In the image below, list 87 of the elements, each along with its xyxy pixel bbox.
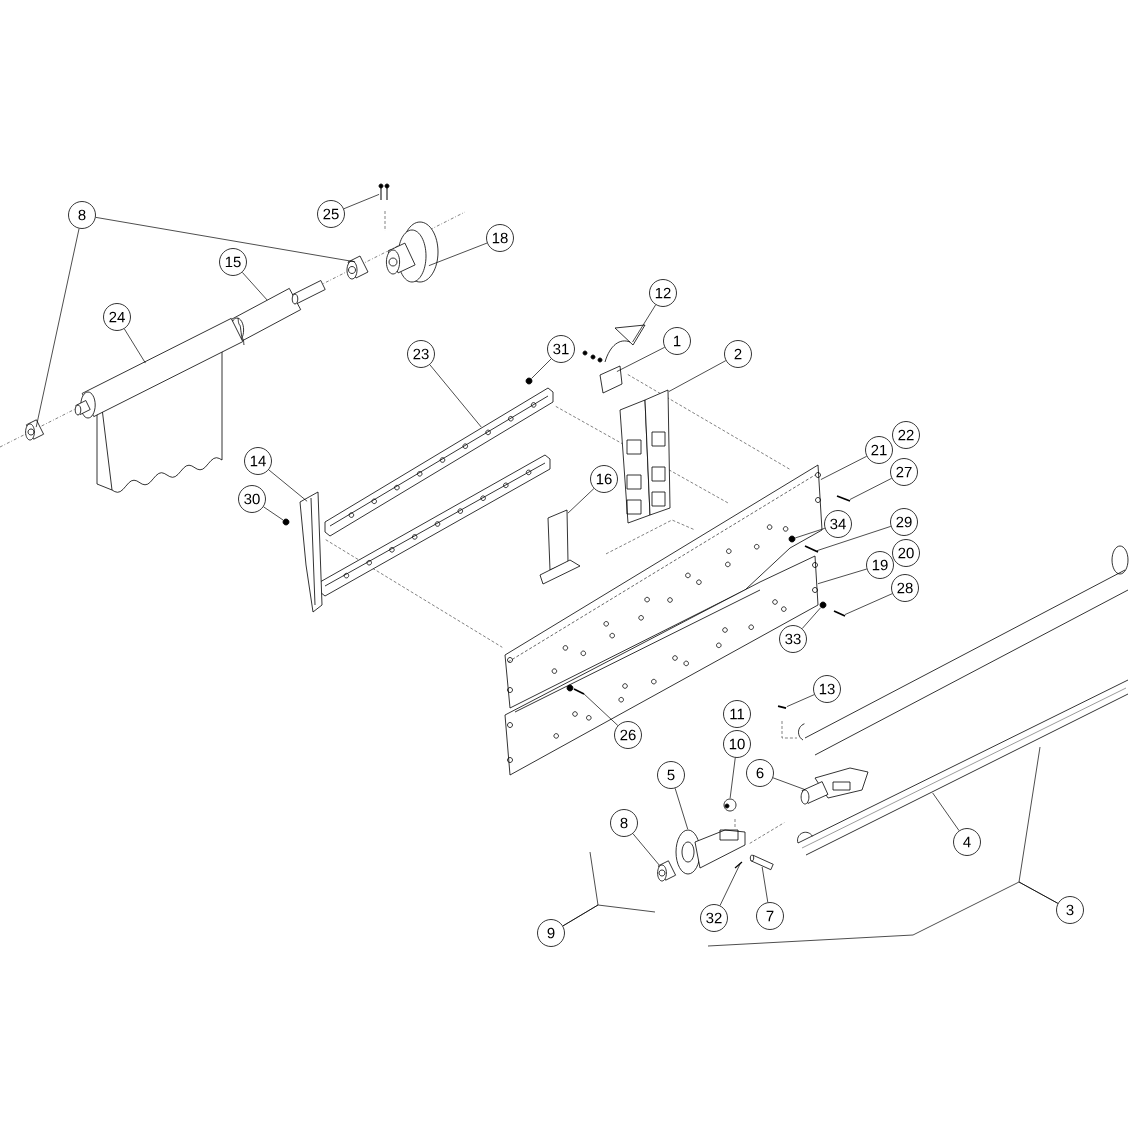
callout-number: 3 bbox=[1056, 896, 1084, 924]
callout-number: 9 bbox=[537, 919, 565, 947]
leader-line bbox=[343, 194, 380, 210]
leader-line bbox=[567, 488, 595, 514]
leader-line bbox=[844, 593, 893, 615]
pin bbox=[749, 854, 774, 871]
callout-number: 12 bbox=[649, 279, 677, 307]
leader-line bbox=[849, 477, 892, 500]
callout-number: 27 bbox=[890, 458, 918, 486]
bracket bbox=[619, 389, 671, 524]
bushing bbox=[25, 419, 44, 441]
bracket bbox=[539, 509, 581, 585]
leader-line bbox=[932, 792, 960, 831]
callout-number: 2 bbox=[724, 340, 752, 368]
callout-number: 25 bbox=[317, 200, 345, 228]
callout-number: 29 bbox=[890, 508, 918, 536]
leader-line bbox=[241, 272, 268, 301]
callout-number: 1 bbox=[663, 327, 691, 355]
callout-number: 8 bbox=[68, 201, 96, 229]
shaft bbox=[230, 280, 326, 346]
leader-line bbox=[428, 242, 488, 266]
callout-number: 16 bbox=[590, 465, 618, 493]
leader-line bbox=[95, 217, 356, 263]
wire bbox=[604, 324, 646, 363]
leader-line bbox=[263, 506, 284, 521]
leader-line bbox=[531, 358, 552, 379]
leader-line bbox=[562, 904, 656, 927]
callout-number: 11 bbox=[723, 700, 751, 728]
leader-line bbox=[707, 881, 1059, 947]
leader-line bbox=[616, 346, 665, 372]
callout-number: 23 bbox=[407, 340, 435, 368]
callout-number: 5 bbox=[657, 761, 685, 789]
nut bbox=[282, 518, 290, 526]
callout-number: 22 bbox=[892, 421, 920, 449]
callout-number: 14 bbox=[244, 447, 272, 475]
leader-line bbox=[632, 304, 657, 343]
leader-line bbox=[816, 526, 892, 552]
callout-number: 31 bbox=[547, 335, 575, 363]
bushing bbox=[657, 860, 676, 882]
leader-line bbox=[820, 455, 867, 480]
screw bbox=[734, 861, 743, 869]
callout-number: 15 bbox=[219, 248, 247, 276]
callout-number: 28 bbox=[891, 574, 919, 602]
bolt bbox=[836, 495, 851, 502]
leader-line bbox=[786, 694, 815, 707]
callout-number: 24 bbox=[103, 303, 131, 331]
leader-line bbox=[817, 568, 868, 585]
callout-number: 13 bbox=[813, 675, 841, 703]
leader-line bbox=[794, 527, 826, 539]
callout-number: 34 bbox=[824, 510, 852, 538]
nut bbox=[723, 798, 737, 812]
callout-number: 8 bbox=[610, 809, 638, 837]
leader-line bbox=[719, 862, 741, 906]
pulley bbox=[386, 221, 439, 283]
pulley bbox=[675, 829, 746, 875]
bracket bbox=[299, 491, 323, 613]
screw bbox=[777, 705, 787, 709]
bracket bbox=[582, 350, 623, 394]
screws bbox=[378, 183, 390, 201]
callout-number: 30 bbox=[238, 485, 266, 513]
leader-line bbox=[632, 833, 660, 866]
bolt bbox=[833, 610, 846, 617]
callout-number: 20 bbox=[892, 539, 920, 567]
callout-number: 19 bbox=[866, 551, 894, 579]
callout-number: 7 bbox=[756, 902, 784, 930]
callout-number: 33 bbox=[779, 625, 807, 653]
fitting bbox=[800, 767, 869, 805]
callout-number: 18 bbox=[486, 224, 514, 252]
callout-number: 26 bbox=[614, 721, 642, 749]
leader-line bbox=[668, 360, 727, 392]
callout-number: 32 bbox=[700, 904, 728, 932]
leader-line bbox=[729, 757, 736, 799]
bushing bbox=[346, 255, 369, 280]
bolt bbox=[804, 545, 819, 553]
nut bbox=[525, 377, 533, 385]
rail bbox=[324, 387, 554, 537]
leader-line bbox=[268, 469, 308, 502]
leader-line bbox=[429, 364, 482, 428]
leader-line bbox=[35, 228, 80, 428]
leader-line bbox=[801, 607, 822, 629]
callout-number: 21 bbox=[865, 436, 893, 464]
leader-line bbox=[761, 866, 769, 903]
callout-number: 10 bbox=[723, 730, 751, 758]
leader-line bbox=[123, 328, 146, 364]
callout-number: 6 bbox=[746, 759, 774, 787]
half-tube bbox=[797, 679, 1129, 856]
nut bbox=[819, 601, 827, 609]
